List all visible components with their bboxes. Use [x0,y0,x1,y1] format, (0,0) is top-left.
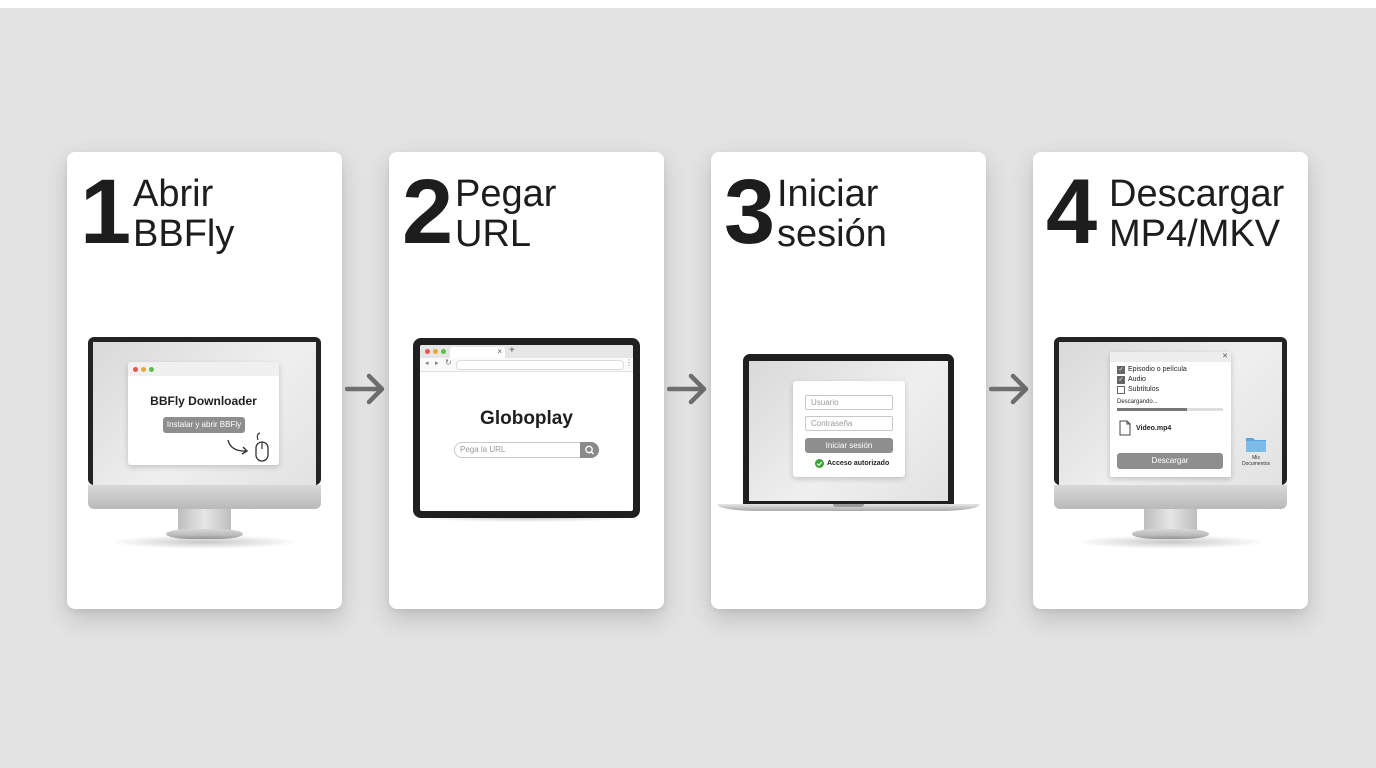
checkbox-icon[interactable] [1117,386,1125,394]
step-title-line-2: BBFly [133,213,235,255]
address-bar[interactable] [456,360,624,370]
checkbox-icon[interactable]: ✓ [1117,366,1125,374]
maximize-dot-icon[interactable] [149,367,154,372]
back-icon[interactable]: ◂ [425,360,429,367]
arrow-right-icon [667,373,707,405]
top-band [0,0,1376,8]
progress-fill [1117,408,1187,411]
search-icon [585,445,594,455]
close-dot-icon[interactable] [425,349,430,354]
step-card-1: 1 Abrir BBFly BBFly Downloader Instalar … [67,152,342,609]
folder-label-line-2: Documentos [1241,461,1271,467]
desktop-monitor: BBFly Downloader Instalar y abrir BBFly [88,337,321,549]
mouse-icon [255,432,269,462]
password-field[interactable]: Contraseña [805,416,893,431]
check-circle-icon [815,459,824,468]
laptop-screen: Usuario Contraseña Iniciar sesión Acceso… [749,361,948,501]
step-title-line-2: sesión [777,213,887,255]
install-open-button[interactable]: Instalar y abrir BBFly [163,417,245,433]
step-title: Abrir BBFly [133,174,234,254]
folder-label: Mis Documentos [1237,455,1275,467]
step-title-line-2: URL [455,213,532,255]
maximize-dot-icon[interactable] [441,349,446,354]
monitor-foot [166,529,243,539]
file-name: Video.mp4 [1136,425,1172,432]
step-number: 1 [80,161,131,263]
option-label: Episodio o película [1128,366,1187,373]
login-button[interactable]: Iniciar sesión [805,438,893,453]
search-button[interactable] [580,442,599,458]
arrow-right-icon [989,373,1029,405]
arrow-right-icon [345,373,385,405]
menu-icon[interactable]: ⋮ [625,358,633,367]
laptop-base [718,504,979,511]
step-title-line-2: MP4/MKV [1109,213,1281,255]
desktop-monitor: ✕ ✓ Episodio o película ✓ Audio Subtítul… [1054,337,1287,549]
browser-window: × + ◂ ▸ ↻ ⋮ Globoplay Pega la URL [420,345,633,511]
browser-tab[interactable]: × [450,347,505,358]
reload-icon[interactable]: ↻ [445,358,452,367]
monitor-chin [88,485,321,509]
step-card-3: 3 Iniciar sesión Usuario Contraseña Inic… [711,152,986,609]
new-tab-icon[interactable]: + [509,345,515,356]
download-button[interactable]: Descargar [1117,453,1223,469]
step-title-line-1: Iniciar [777,173,879,215]
tablet-device: × + ◂ ▸ ↻ ⋮ Globoplay Pega la URL [413,338,640,522]
laptop-device: Usuario Contraseña Iniciar sesión Acceso… [718,354,979,518]
minimize-dot-icon[interactable] [433,349,438,354]
step-title: Iniciar sesión [777,174,887,254]
option-row[interactable]: ✓ Audio [1117,375,1227,385]
window-controls [133,367,154,372]
login-dialog: Usuario Contraseña Iniciar sesión Acceso… [793,381,905,477]
download-dialog: ✕ ✓ Episodio o película ✓ Audio Subtítul… [1110,352,1231,477]
dialog-close-icon[interactable]: ✕ [1222,353,1228,360]
step-title-line-1: Pegar [455,173,557,215]
minimize-dot-icon[interactable] [141,367,146,372]
curved-arrow-icon [227,439,249,455]
step-title-line-1: Abrir [133,173,214,215]
monitor-screen: BBFly Downloader Instalar y abrir BBFly [93,342,316,485]
step-number: 4 [1046,161,1097,263]
username-field[interactable]: Usuario [805,395,893,410]
step-title-line-1: Descargar [1109,173,1285,215]
app-window: BBFly Downloader Instalar y abrir BBFly [128,362,279,465]
browser-toolbar: ◂ ▸ ↻ ⋮ [420,358,633,372]
close-dot-icon[interactable] [133,367,138,372]
option-row[interactable]: ✓ Episodio o película [1117,365,1227,375]
option-label: Audio [1128,376,1146,383]
folder-label-line-1: Mis [1252,455,1260,461]
monitor-chin [1054,485,1287,509]
progress-bar [1117,408,1223,411]
folder-icon[interactable] [1245,435,1267,453]
access-status: Acceso autorizado [827,460,890,467]
monitor-foot [1132,529,1209,539]
forward-icon[interactable]: ▸ [435,360,439,367]
site-title: Globoplay [480,408,573,429]
browser-tab-bar: × + [420,345,633,358]
monitor-screen: ✕ ✓ Episodio o película ✓ Audio Subtítul… [1059,342,1282,485]
option-row[interactable]: Subtítulos [1117,385,1227,395]
file-icon [1119,420,1131,436]
step-title: Descargar MP4/MKV [1109,174,1284,254]
step-number: 2 [402,161,453,263]
tab-close-icon[interactable]: × [497,347,502,356]
checkbox-icon[interactable]: ✓ [1117,376,1125,384]
url-input-group: Pega la URL [454,442,599,458]
app-title: BBFly Downloader [150,394,257,408]
step-card-2: 2 Pegar URL × + ◂ ▸ ↻ ⋮ [389,152,664,609]
option-label: Subtítulos [1128,386,1160,393]
step-title: Pegar URL [455,174,556,254]
url-input[interactable]: Pega la URL [454,442,582,458]
step-number: 3 [724,161,775,263]
progress-label: Descargando... [1117,399,1158,405]
step-card-4: 4 Descargar MP4/MKV ✕ ✓ Episodio o pelíc… [1033,152,1308,609]
